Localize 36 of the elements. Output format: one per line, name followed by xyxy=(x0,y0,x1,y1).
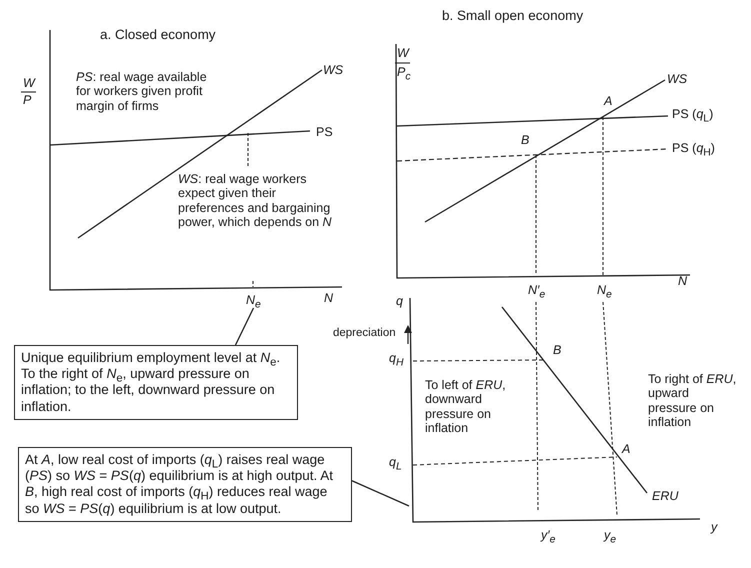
annotation-text: To right of ERU, upward pressure on inflation xyxy=(648,372,738,430)
leader-line xyxy=(234,308,254,346)
callout-box: At A, low real cost of imports (q$_{L}$) raises real wage (PS) so WS = PS(q) equilibrium is at high output. At B, high real cost of imports (q$_{H}$) reduces real wage so WS = PS(q) equilibrium is at low output. xyxy=(18,447,352,522)
tick-label: N′$_{e}$ xyxy=(528,283,546,298)
panel-title: b. Small open economy xyxy=(442,8,584,24)
axis-label: P$_{c}$ xyxy=(397,65,411,80)
tick-label: y′$_{e}$ xyxy=(541,528,556,542)
curve-label: PS xyxy=(316,125,333,140)
point-label: A xyxy=(622,442,630,456)
tick-label: N$_{e}$ xyxy=(246,293,261,308)
axis-label: W xyxy=(397,46,409,60)
curve-label: ERU xyxy=(652,489,678,504)
curve-label: WS xyxy=(667,72,688,86)
leader-line xyxy=(352,480,410,507)
axis-label: P xyxy=(23,93,32,108)
tick-label: N$_{e}$ xyxy=(597,283,612,298)
panel-title: a. Closed economy xyxy=(100,27,216,43)
annotation-text: To left of ERU, downward pressure on inflation xyxy=(425,378,507,436)
curve-label: PS (q$_{H}$) xyxy=(672,141,715,156)
point-label: A xyxy=(604,94,612,108)
axis-note: depreciation xyxy=(333,327,396,340)
tick-label: y$_{e}$ xyxy=(604,528,616,542)
tick-label: q$_{L}$ xyxy=(389,455,402,470)
curve-label: WS xyxy=(323,63,344,78)
axis-label: y xyxy=(711,520,718,534)
callout-box: Unique equilibrium employment level at N$_{e}$. To the right of N$_{e}$, upward pressure on inflation; to the left, downward pressure on inflation. xyxy=(14,345,298,420)
axis-label: q xyxy=(396,294,403,308)
annotation-text: PS: real wage available for workers given profit margin of firms xyxy=(76,70,208,114)
axis-label: W xyxy=(23,76,35,90)
point-label: B xyxy=(553,343,562,358)
tick-label: q$_{H}$ xyxy=(389,351,404,366)
axis-label: N xyxy=(678,274,688,288)
curve-label: PS (q$_{L}$) xyxy=(672,107,714,122)
point-label: B xyxy=(521,133,530,148)
annotation-text: WS: real wage workers expect given their preferences and bargaining power, which depends on N xyxy=(178,172,333,230)
axis-label: N xyxy=(324,291,334,306)
